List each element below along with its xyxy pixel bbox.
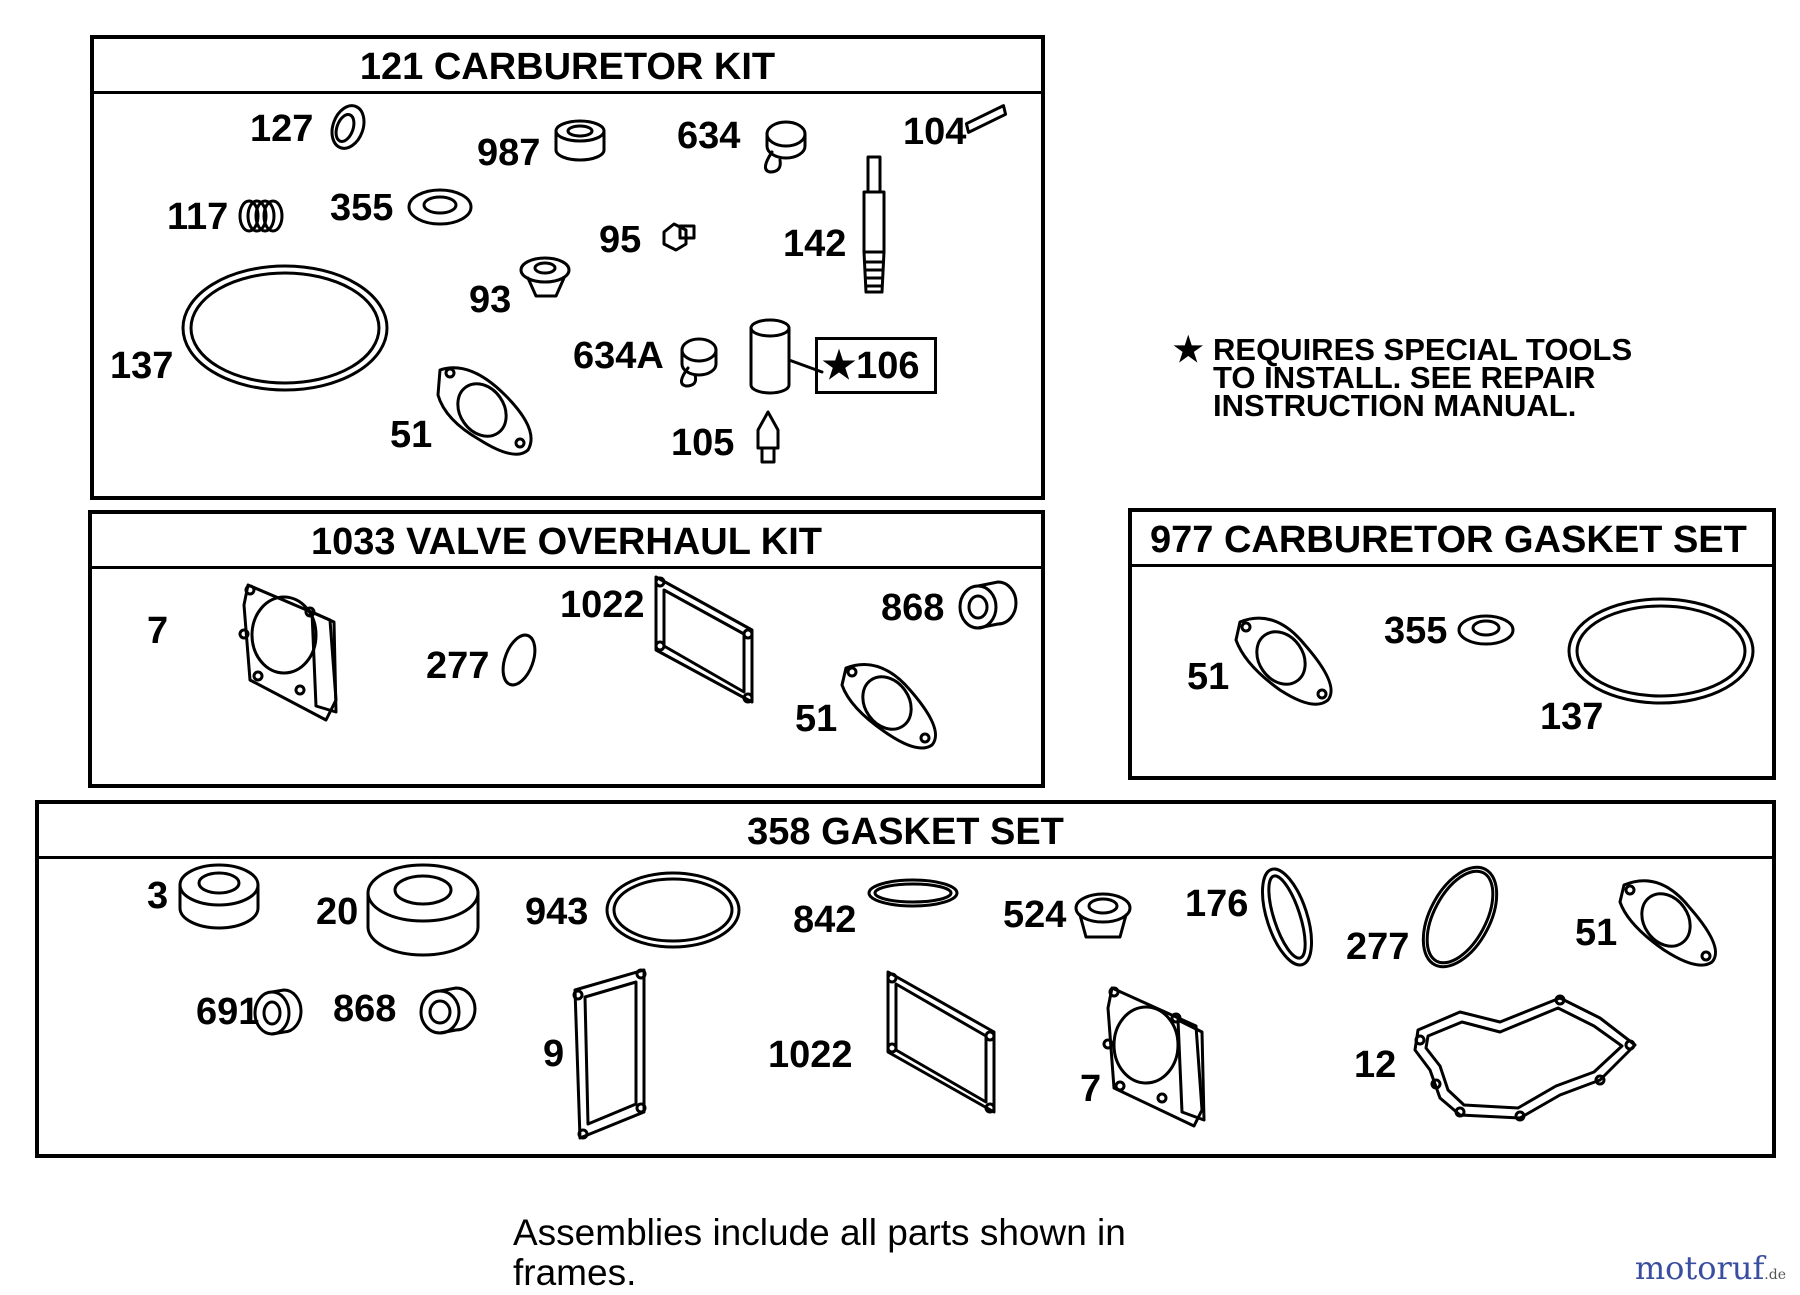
- part-label-137: 137: [1540, 696, 1604, 738]
- part-137-drawing: [181, 264, 389, 392]
- part-634-drawing: [764, 120, 807, 174]
- gasket-set-title: 358 GASKET SET: [39, 804, 1772, 859]
- part-106-drawing: [749, 318, 824, 395]
- part-868-drawing-a: [958, 580, 1018, 630]
- star-icon: ★: [822, 345, 857, 387]
- part-51-drawing-a: [436, 366, 533, 456]
- part-104-drawing: [964, 104, 1008, 134]
- part-51-drawing-c: [1234, 616, 1333, 706]
- part-355-drawing-b: [1457, 614, 1515, 646]
- part-label-842: 842: [793, 899, 857, 941]
- part-label-117: 117: [167, 196, 229, 238]
- part-label-691: 691: [196, 991, 260, 1033]
- note-line-2: TO INSTALL. SEE REPAIR: [1213, 360, 1596, 395]
- part-label-142: 142: [783, 223, 847, 265]
- part-label-127: 127: [250, 108, 314, 150]
- part-label-524: 524: [1003, 894, 1067, 936]
- part-label-51: 51: [1575, 912, 1618, 954]
- part-142-drawing: [862, 155, 886, 294]
- part-label-355: 355: [330, 187, 394, 229]
- part-51-drawing-d: [1618, 879, 1717, 967]
- part-label-106-special-tool: ★106: [815, 337, 937, 394]
- part-277-drawing-b: [1421, 865, 1499, 969]
- part-634a-drawing: [680, 337, 718, 388]
- part-label-355: 355: [1384, 610, 1448, 652]
- part-label-634: 634: [677, 115, 741, 157]
- part-label-868: 868: [333, 988, 397, 1030]
- part-label-7: 7: [1080, 1068, 1102, 1110]
- watermark-logo: motoruf.de: [1635, 1249, 1786, 1287]
- special-tools-note: ★ REQUIRES SPECIAL TOOLS TO INSTALL. SEE…: [1173, 331, 1633, 423]
- part-label-104: 104: [903, 111, 967, 153]
- part-95-drawing: [662, 222, 696, 252]
- part-12-drawing: [1413, 994, 1637, 1122]
- part-label-9: 9: [543, 1033, 565, 1075]
- carburetor-gasket-set-frame: 977 CARBURETOR GASKET SET: [1128, 508, 1776, 780]
- part-137-drawing-b: [1567, 597, 1755, 705]
- part-355-drawing: [407, 188, 473, 226]
- part-label-12: 12: [1354, 1044, 1397, 1086]
- part-987-drawing: [554, 119, 606, 162]
- part-51-drawing-b: [840, 663, 937, 750]
- part-127-drawing: [330, 104, 366, 150]
- part-7-drawing-a: [238, 583, 338, 722]
- part-label-277: 277: [426, 645, 490, 687]
- footnote-line-2: frames.: [513, 1252, 637, 1293]
- part-label-987: 987: [477, 132, 541, 174]
- part-176-drawing: [1260, 867, 1314, 967]
- note-line-3: INSTRUCTION MANUAL.: [1213, 388, 1577, 423]
- valve-overhaul-kit-title: 1033 VALVE OVERHAUL KIT: [92, 514, 1041, 569]
- part-3-drawing: [178, 863, 260, 930]
- carburetor-kit-title: 121 CARBURETOR KIT: [94, 39, 1041, 94]
- part-label-277: 277: [1346, 926, 1410, 968]
- part-1022-drawing-a: [654, 575, 754, 704]
- part-label-3: 3: [147, 875, 169, 917]
- part-label-106: 106: [856, 345, 920, 387]
- watermark-suffix: .de: [1764, 1267, 1786, 1283]
- part-842-drawing: [867, 878, 959, 908]
- watermark-text: motoruf: [1634, 1249, 1765, 1287]
- part-label-943: 943: [525, 891, 589, 933]
- part-label-51: 51: [795, 698, 838, 740]
- part-1022-drawing-b: [886, 970, 996, 1114]
- part-20-drawing: [366, 863, 480, 957]
- part-93-drawing: [519, 256, 571, 298]
- part-691-drawing: [253, 988, 303, 1036]
- part-9-drawing: [572, 968, 647, 1140]
- footnote-line-1: Assemblies include all parts shown in: [513, 1212, 1126, 1253]
- note-line-1: REQUIRES SPECIAL TOOLS: [1213, 332, 1633, 367]
- part-117-drawing: [238, 199, 284, 233]
- part-label-7: 7: [147, 610, 169, 652]
- part-label-176: 176: [1185, 883, 1249, 925]
- part-label-51: 51: [1187, 656, 1230, 698]
- part-label-20: 20: [316, 891, 359, 933]
- valve-overhaul-kit-frame: 1033 VALVE OVERHAUL KIT: [88, 510, 1045, 788]
- part-label-634a: 634A: [573, 335, 664, 377]
- part-label-1022: 1022: [768, 1034, 853, 1076]
- carburetor-kit-frame: 121 CARBURETOR KIT: [90, 35, 1045, 500]
- part-label-1022: 1022: [560, 584, 645, 626]
- part-105-drawing: [756, 410, 780, 464]
- gasket-set-frame: 358 GASKET SET: [35, 800, 1776, 1158]
- part-label-868: 868: [881, 587, 945, 629]
- part-868-drawing-b: [419, 986, 477, 1035]
- part-524-drawing: [1074, 892, 1132, 939]
- part-label-51: 51: [390, 414, 433, 456]
- part-943-drawing: [605, 871, 741, 949]
- part-7-drawing-b: [1102, 986, 1206, 1128]
- part-label-137: 137: [110, 345, 174, 387]
- assemblies-footnote: Assemblies include all parts shown in fr…: [513, 1213, 1126, 1293]
- part-label-105: 105: [671, 422, 735, 464]
- part-277-drawing-a: [501, 633, 537, 687]
- carburetor-gasket-set-title: 977 CARBURETOR GASKET SET: [1132, 512, 1772, 567]
- star-icon: ★: [1173, 331, 1204, 369]
- part-label-95: 95: [599, 219, 642, 261]
- part-label-93: 93: [469, 279, 512, 321]
